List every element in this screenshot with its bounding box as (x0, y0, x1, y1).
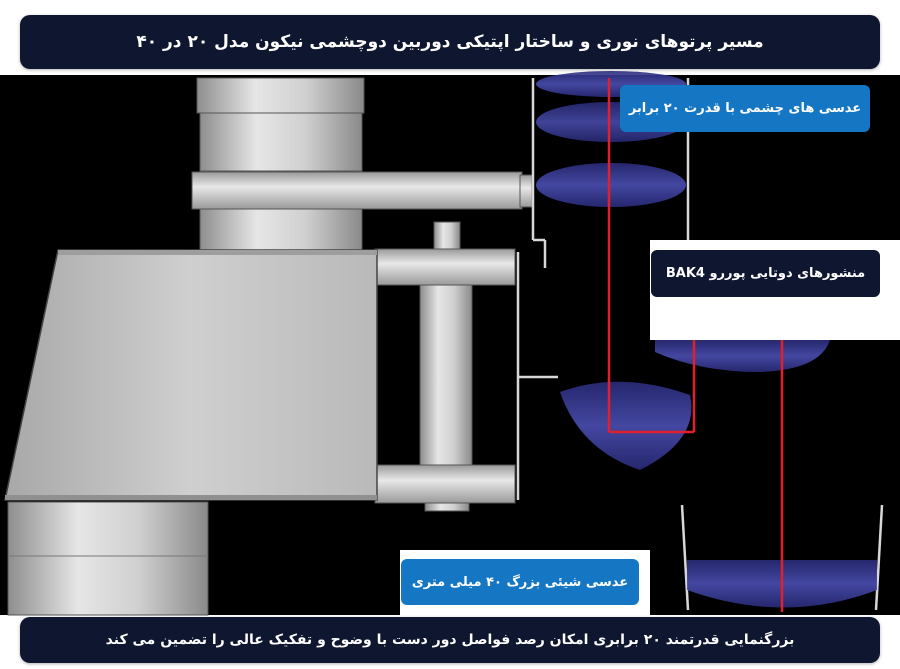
page-title: مسیر پرتوهای نوری و ساختار اپتیکی دوربین… (20, 15, 880, 69)
caption-banner: بزرگنمایی قدرتمند ۲۰ برابری امکان رصد فو… (20, 617, 880, 663)
eyepiece-label: عدسی های چشمی با قدرت ۲۰ برابر (620, 85, 870, 132)
prism-lens (560, 340, 830, 470)
eyepiece-lenses (536, 71, 686, 207)
left-barrel (196, 77, 365, 251)
prism-label: منشورهای دوتایی پوررو BAK4 (651, 250, 880, 297)
focus-hinge (374, 221, 516, 512)
light-ray-path (607, 78, 784, 612)
objective-label: عدسی شیئی بزرگ ۴۰ میلی متری (401, 559, 639, 605)
objective-barrel (7, 501, 209, 616)
prism-housing (4, 249, 378, 501)
bridge-arm (191, 171, 533, 210)
